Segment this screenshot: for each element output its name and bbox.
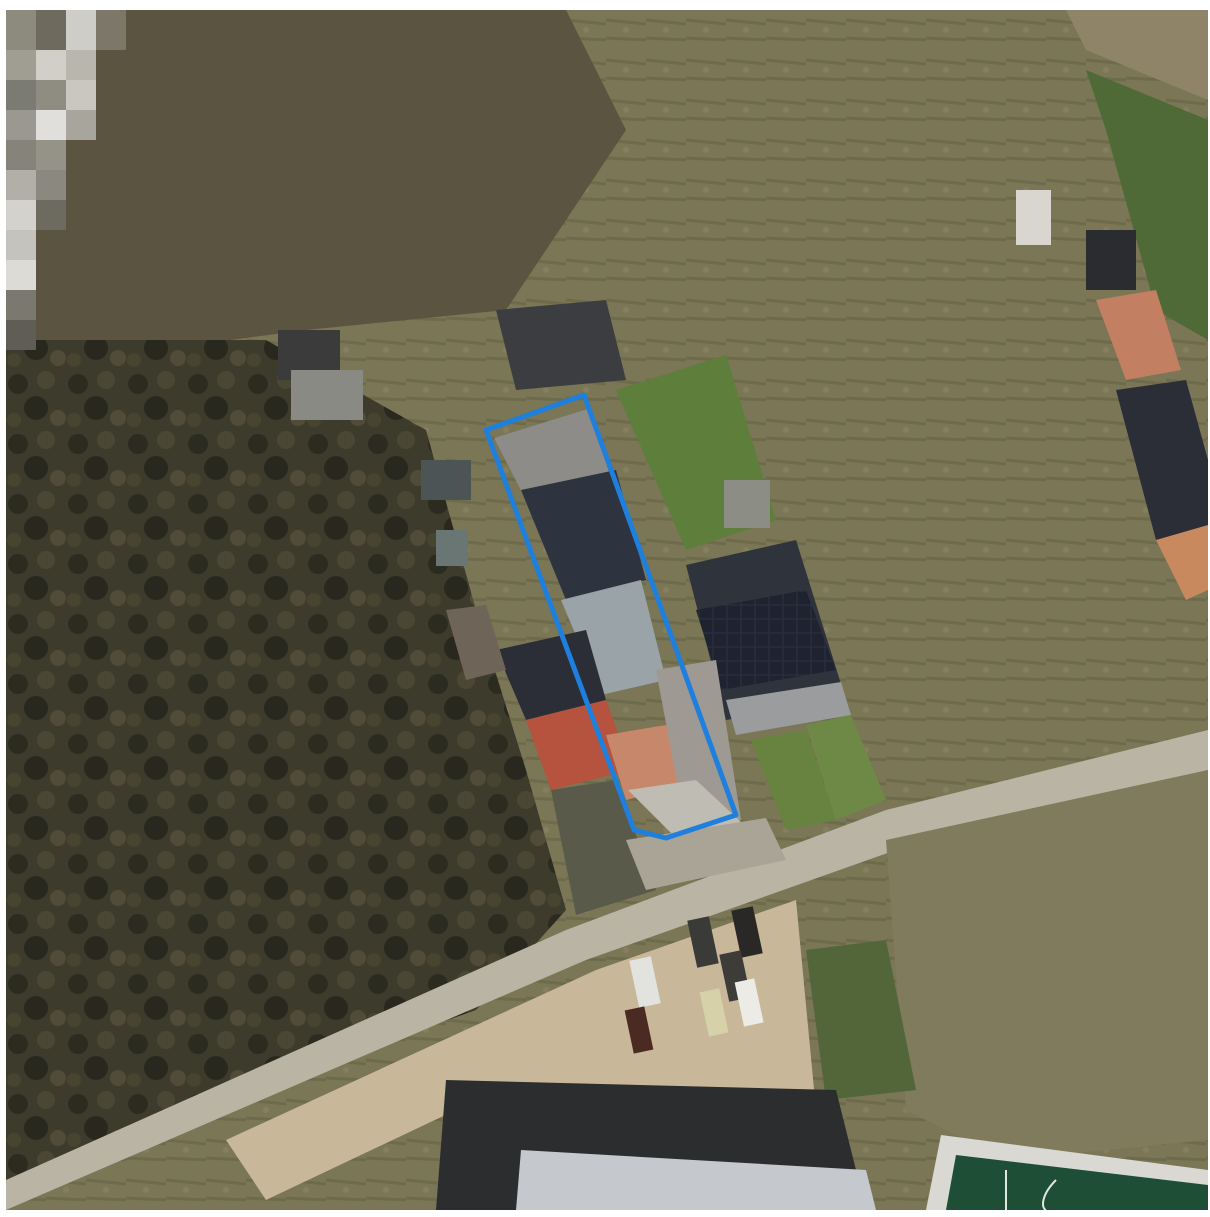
map-view[interactable]	[6, 10, 1208, 1210]
solar-panels-right	[696, 590, 836, 690]
roof-left-dark	[496, 630, 606, 720]
roof-skylight	[561, 580, 666, 695]
gravel-parking	[226, 900, 816, 1200]
sport-field	[946, 1155, 1208, 1210]
car-6	[699, 988, 729, 1037]
gravel-bed	[726, 682, 851, 735]
car-2	[687, 916, 719, 968]
roof-neighbor-left	[446, 605, 506, 680]
pool-cover	[421, 460, 471, 500]
building-roof-light	[516, 1150, 876, 1210]
neighbor-shed	[1086, 230, 1136, 290]
white-tarp	[1016, 190, 1051, 245]
shed-roof	[291, 370, 363, 420]
bare-woodland	[6, 10, 626, 370]
car-5	[734, 978, 764, 1027]
shrubs	[806, 940, 916, 1100]
pixelated-overlay	[6, 10, 126, 350]
field-markings	[1005, 1170, 1057, 1210]
car-1	[629, 956, 661, 1008]
roof-red	[526, 700, 631, 790]
road	[6, 730, 1208, 1210]
lawn-front-1	[751, 730, 836, 830]
green-strip	[1086, 70, 1208, 340]
car-3	[731, 906, 763, 958]
roof-neighbor-1	[1096, 290, 1181, 380]
parcel-driveway	[656, 660, 741, 830]
forest-left	[6, 340, 566, 1190]
outbuilding	[496, 300, 626, 390]
roof-neighbor-2	[1116, 380, 1208, 540]
aerial-map	[6, 10, 1208, 1210]
roof-neighbor-3	[1156, 525, 1208, 600]
field-lower-right	[886, 770, 1208, 1160]
parcel-outline[interactable]	[483, 392, 739, 841]
plowed-field	[1066, 10, 1208, 100]
lawn-front-2	[806, 715, 886, 820]
car-7	[624, 1006, 654, 1054]
parcel-courtyard	[494, 408, 611, 500]
roof-orange	[606, 725, 686, 800]
greenhouse	[724, 480, 770, 528]
small-shed	[436, 530, 468, 566]
roof-main-rear	[521, 470, 646, 600]
front-garden-left	[551, 780, 656, 915]
